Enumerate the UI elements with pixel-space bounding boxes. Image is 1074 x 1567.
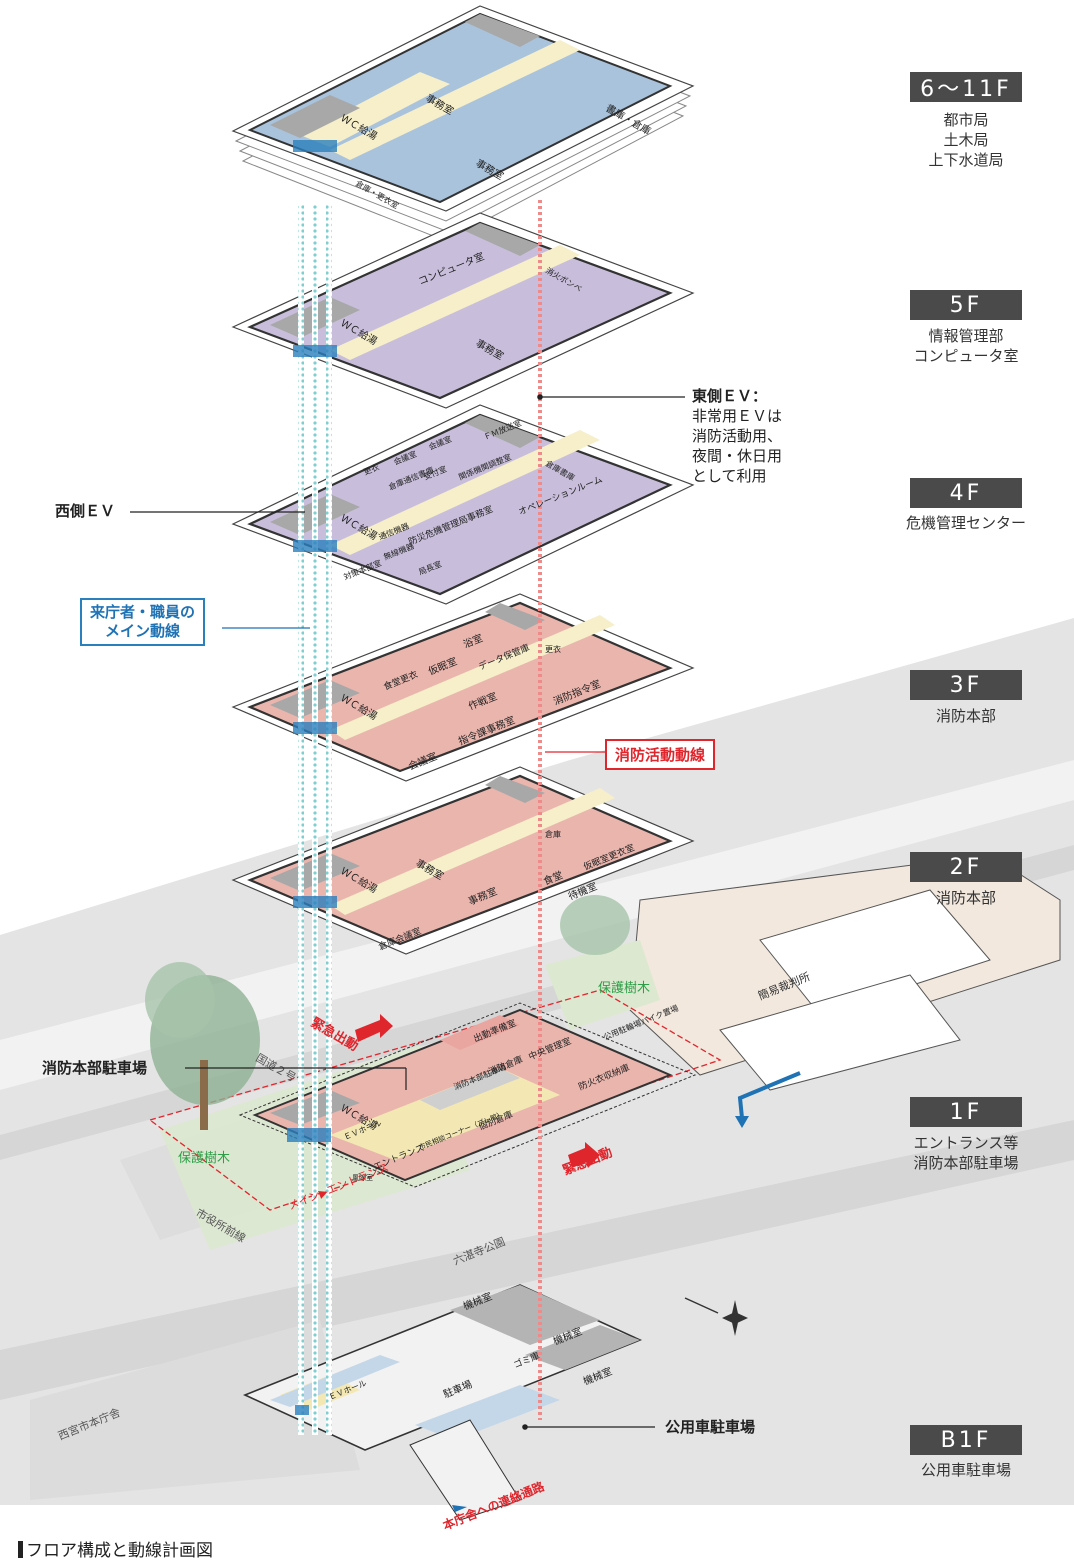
floor-3-slab	[231, 593, 695, 782]
tree-illustration	[145, 895, 630, 1130]
fire-flow-box: 消防活動動線	[605, 739, 716, 770]
west-ev-callout: 西側ＥＶ	[55, 502, 116, 520]
floor-5-line-1: 情報管理部	[928, 327, 1004, 345]
emergency-arrows	[355, 1014, 801, 1512]
floor-5-line-2: コンピュータ室	[913, 347, 1019, 365]
ev-box-group	[287, 140, 337, 1415]
floor-badge-4: 4F	[910, 478, 1022, 508]
floor-4-slab	[231, 404, 695, 605]
east-ev-line-2: 消防活動用、	[692, 427, 783, 445]
main-flow-line-1: 来庁者・職員の	[90, 603, 196, 621]
floor-6-11-stack	[231, 5, 695, 242]
main-flow-line-2: メイン動線	[105, 622, 181, 640]
diagram-caption: フロア構成と動線計画図	[18, 1536, 213, 1561]
leader-lines	[130, 394, 685, 1430]
east-ev-title: 東側ＥＶ：	[692, 387, 768, 405]
floor-label-6-11: 都市局 土木局 上下水道局	[880, 110, 1052, 170]
floor-label-2: 消防本部	[880, 888, 1052, 908]
room-label-f3-locker: 更衣	[545, 644, 561, 654]
floor-6-11-line-3: 上下水道局	[928, 151, 1004, 169]
floor-3-line-1: 消防本部	[935, 707, 996, 725]
floor-badge-3: 3F	[910, 670, 1022, 700]
protected-tree-label-1: 保護樹木	[598, 980, 650, 996]
floor-label-3: 消防本部	[880, 706, 1052, 726]
floor-label-1: エントランス等 消防本部駐車場	[880, 1133, 1052, 1173]
floor-1-line-1: エントランス等	[913, 1134, 1019, 1152]
floor-label-4: 危機管理センター	[880, 513, 1052, 533]
b1-parking-callout: 公用車駐車場	[665, 1418, 756, 1436]
floor-6-11-line-2: 土木局	[943, 131, 989, 149]
floor-badge-2: 2F	[910, 852, 1022, 882]
compass-icon	[684, 1297, 748, 1336]
east-ev-line-4: として利用	[692, 467, 767, 485]
floor-badge-1: 1F	[910, 1097, 1022, 1127]
east-ev-line-3: 夜間・休日用	[692, 447, 783, 465]
caption-text: フロア構成と動線計画図	[26, 1541, 213, 1561]
floor-1-slab	[238, 1002, 697, 1188]
floor-badge-b1: B1F	[910, 1425, 1022, 1455]
room-label-f2-store: 倉庫	[545, 829, 561, 839]
room-label-f1-windbreak: 風除室	[352, 1173, 373, 1182]
floor-badge-5: 5F	[910, 290, 1022, 320]
west-ev-shaft	[298, 205, 332, 1435]
main-flow-box: 来庁者・職員の メイン動線	[80, 598, 206, 646]
floor-badge-6-11: 6〜11F	[910, 72, 1022, 102]
floor-2-slab	[231, 766, 695, 955]
floor-b1-line-1: 公用車駐車場	[920, 1461, 1011, 1479]
fire-parking-callout: 消防本部駐車場	[42, 1059, 148, 1077]
floor-6-11-line-1: 都市局	[943, 111, 989, 129]
floor-5-slab	[231, 212, 695, 409]
floor-label-5: 情報管理部 コンピュータ室	[880, 326, 1052, 366]
floor-2-line-1: 消防本部	[935, 889, 996, 907]
floor-1-line-2: 消防本部駐車場	[913, 1154, 1019, 1172]
caption-bar	[18, 1541, 23, 1558]
floor-4-line-1: 危機管理センター	[905, 514, 1026, 532]
east-ev-callout: 東側ＥＶ： 非常用ＥＶは 消防活動用、 夜間・休日用 として利用	[692, 386, 782, 486]
protected-tree-label-2: 保護樹木	[178, 1150, 230, 1166]
east-ev-line-1: 非常用ＥＶは	[692, 407, 783, 425]
floor-label-b1: 公用車駐車場	[880, 1460, 1052, 1480]
